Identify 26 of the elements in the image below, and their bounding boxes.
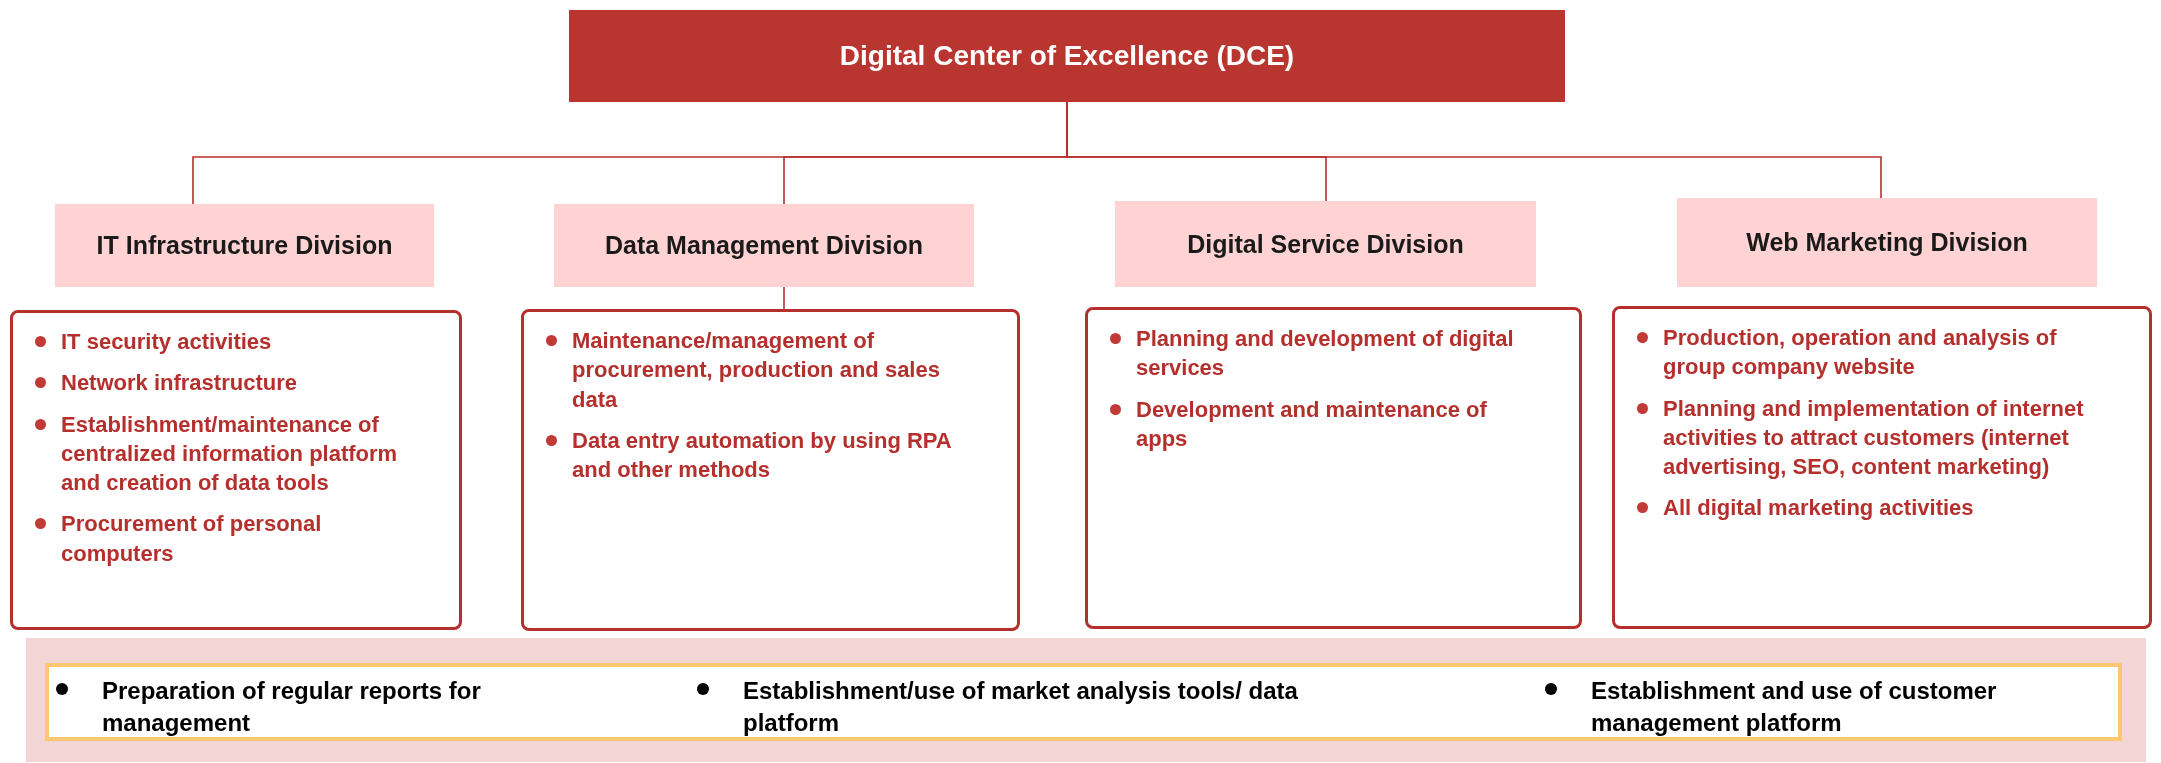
bullet-text: Establishment and use of customer management platform xyxy=(1591,677,1997,736)
division-box: Data Management Division xyxy=(554,204,974,287)
content-box xyxy=(521,309,1020,631)
footer-band xyxy=(26,638,2146,762)
bullet-text: All digital marketing activities xyxy=(1663,495,1974,521)
bullet-text: Development and maintenance of apps xyxy=(1136,396,1487,451)
bullet-text: Data entry automation by using RPA and other methods xyxy=(572,427,951,482)
bullet-text: Procurement of personal computers xyxy=(61,511,322,566)
connector-line xyxy=(783,286,785,310)
footer-box xyxy=(45,663,2122,741)
bullet-text: Network infrastructure xyxy=(61,370,297,396)
division-box: Digital Service Division xyxy=(1115,201,1536,287)
bullet-text: Production, operation and analysis of group company website xyxy=(1663,325,2057,380)
bullet-text: Establishment/use of market analysis tools/ data platform xyxy=(743,677,1298,736)
content-box xyxy=(10,310,462,630)
content-box xyxy=(1612,306,2152,629)
division-box: IT Infrastructure Division xyxy=(55,204,434,287)
title-box: Digital Center of Excellence (DCE) xyxy=(569,10,1565,102)
bullet-text: Preparation of regular reports for management xyxy=(102,677,481,736)
bullet-text: Planning and development of digital services xyxy=(1136,326,1514,381)
bullet-text: Establishment/maintenance of centralized information platform and creation of data tools xyxy=(61,411,398,495)
division-box: Web Marketing Division xyxy=(1677,198,2097,287)
bullet-text: IT security activities xyxy=(61,329,272,354)
bullet-text: Planning and implementation of internet activities to attract customers (internet advertising, SEO, content marketing) xyxy=(1663,395,2084,479)
bullet-text: Maintenance/management of procurement, production and sales data xyxy=(572,328,940,412)
content-box xyxy=(1085,307,1582,629)
